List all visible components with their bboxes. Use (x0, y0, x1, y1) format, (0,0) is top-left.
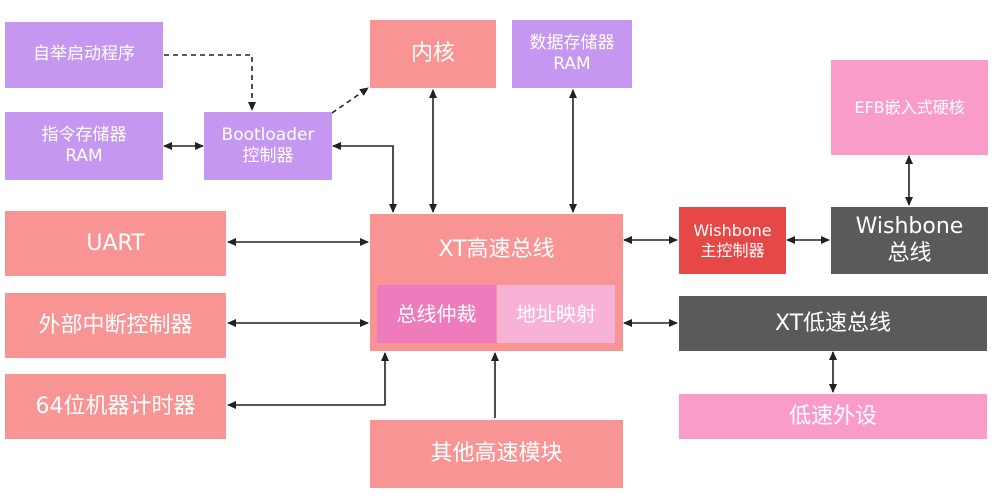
addr-map-label: 地址映射 (516, 301, 596, 326)
instr-ram-block: 指令存储器 RAM (5, 112, 163, 180)
core-label: 内核 (410, 41, 455, 67)
selfboot-block: 自举启动程序 (5, 22, 163, 88)
ls-periph-block: 低速外设 (679, 394, 987, 439)
instr-ram-label-2: RAM (65, 146, 103, 166)
selfboot-label: 自举启动程序 (33, 44, 135, 65)
bootloader-label-1: Bootloader (221, 124, 315, 145)
bootloader-label-2: 控制器 (242, 146, 294, 166)
wb-bus-block: Wishbone 总线 (831, 207, 988, 274)
other-hs-block: 其他高速模块 (370, 420, 623, 488)
bootloader-block: Bootloader 控制器 (204, 112, 332, 180)
bootloader-to-core-arrow (331, 87, 369, 114)
addr-map-block: 地址映射 (497, 285, 615, 343)
efb-block: EFB嵌入式硬核 (831, 60, 988, 155)
other-hs-label: 其他高速模块 (430, 441, 563, 467)
bus-arbiter-label: 总线仲裁 (396, 301, 477, 326)
bus-arbiter-block: 总线仲裁 (377, 285, 496, 343)
data-ram-label-1: 数据存储器 (529, 32, 615, 53)
xt-ls-bus-label: XT低速总线 (774, 310, 892, 336)
wb-master-label-1: Wishbone (693, 220, 772, 240)
selfboot-to-bootloader-arrow (164, 54, 256, 111)
ls-periph-label: 低速外设 (788, 403, 877, 429)
data-ram-block: 数据存储器 RAM (512, 20, 632, 88)
uart-label: UART (86, 230, 145, 256)
timer64-label: 64位机器计时器 (35, 393, 196, 419)
efb-label: EFB嵌入式硬核 (854, 97, 965, 117)
timer64-block: 64位机器计时器 (5, 374, 226, 439)
wb-master-label-2: 主控制器 (700, 240, 765, 260)
wb-master-block: Wishbone 主控制器 (679, 207, 786, 274)
wb-bus-label-1: Wishbone (855, 214, 964, 240)
instr-ram-label-1: 指令存储器 (41, 124, 127, 145)
wb-bus-label-2: 总线 (887, 240, 932, 266)
xt-hs-bus-label: XT高速总线 (438, 237, 555, 262)
ext-int-block: 外部中断控制器 (5, 293, 226, 358)
bootloader-xtbus-arrow (332, 142, 397, 213)
core-block: 内核 (370, 20, 496, 88)
ext-int-label: 外部中断控制器 (38, 312, 193, 338)
xt-ls-bus-block: XT低速总线 (679, 296, 987, 351)
timer-xtbus-arrow (227, 352, 389, 409)
uart-block: UART (5, 211, 226, 276)
data-ram-label-2: RAM (553, 54, 591, 74)
